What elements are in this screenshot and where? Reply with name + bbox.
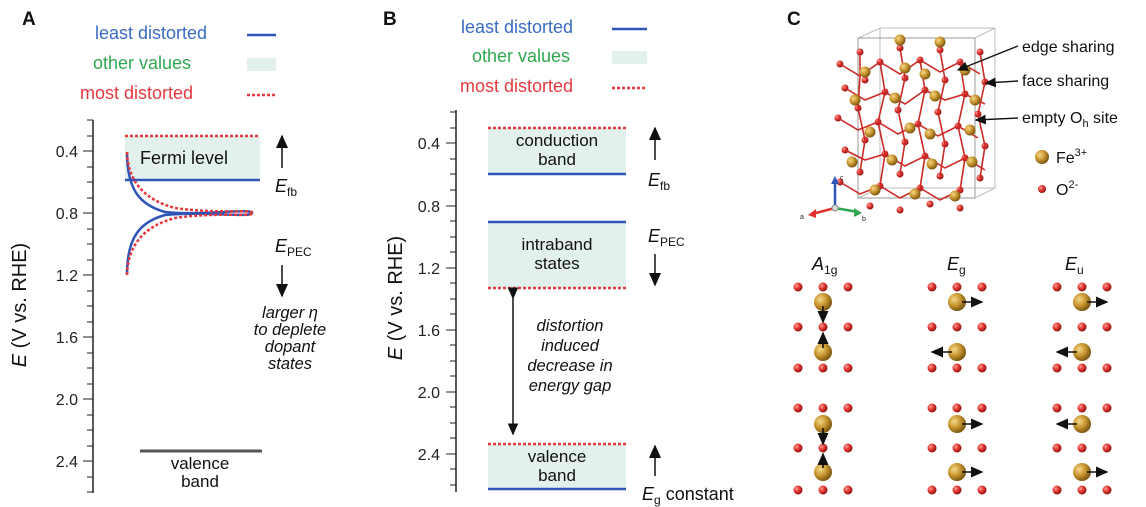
mode-eg-bottom [927, 403, 987, 495]
svg-text:larger η: larger η [262, 304, 318, 322]
legend-other-swatch-b [612, 51, 647, 64]
axis-b-tick: 0.4 [418, 136, 440, 153]
axis-b-tick: 1.2 [418, 261, 440, 278]
fermi-level-label: Fermi level [140, 148, 228, 168]
intraband-label-2: states [534, 254, 579, 273]
axis-a-ticks [83, 119, 93, 493]
fe-legend-label: Fe3+ [1056, 147, 1087, 167]
unit-cell-back-edges [857, 27, 996, 199]
mode-a1g-top [793, 282, 853, 373]
hematite-crystal-structure: a b c [800, 27, 996, 223]
valence-label-a-2: band [181, 472, 219, 491]
epec-label: EPEC [275, 236, 312, 259]
panel-a-label: A [22, 9, 36, 30]
epec-label-b: EPEC [648, 226, 685, 249]
eta-note: larger η to deplete dopant states [254, 304, 326, 373]
svg-text:distortion: distortion [537, 317, 604, 335]
conduction-label-2: band [538, 150, 576, 169]
mode-a1g-label: A1g [811, 254, 837, 277]
svg-text:b: b [862, 216, 866, 223]
iron-lattice [846, 34, 981, 202]
svg-text:c: c [840, 175, 844, 182]
fermi-band-fill [125, 136, 260, 180]
axis-a-tick: 0.8 [56, 206, 78, 223]
legend-other-label: other values [93, 53, 191, 73]
legend-most-label-b: most distorted [460, 76, 573, 96]
axis-a-tick: 2.4 [56, 454, 78, 471]
panel-b-label: B [383, 9, 397, 30]
face-sharing-arrow [984, 77, 1019, 88]
svg-text:induced: induced [541, 337, 600, 355]
face-sharing-label: face sharing [1022, 73, 1109, 90]
mode-eg-top [927, 282, 987, 373]
empty-site-label: empty Oh site [1022, 110, 1118, 130]
valence-label-b-1: valence [528, 447, 587, 466]
axis-a-tick: 0.4 [56, 144, 78, 161]
o-legend-label: O2- [1056, 179, 1079, 199]
o-legend-marker [1038, 185, 1046, 193]
axis-b-tick: 0.8 [418, 199, 440, 216]
axis-b-tick: 1.6 [418, 323, 440, 340]
conduction-label-1: conduction [516, 131, 598, 150]
empty-site-arrow [974, 114, 1019, 125]
legend-most-label: most distorted [80, 83, 193, 103]
svg-text:dopant: dopant [265, 338, 317, 356]
axis-b-tick: 2.0 [418, 385, 440, 402]
efb-label: Efb [275, 176, 297, 199]
edge-sharing-arrow [956, 45, 1019, 71]
axis-a-tick: 1.6 [56, 330, 78, 347]
axis-b-ticks [446, 111, 456, 486]
legend-least-label-b: least distorted [461, 17, 573, 37]
mode-eg-label: Eg [947, 254, 966, 277]
svg-text:a: a [800, 214, 804, 221]
axis-a-tick: 2.0 [56, 392, 78, 409]
mode-diagrams [793, 282, 1112, 495]
edge-sharing-label: edge sharing [1022, 39, 1115, 56]
svg-text:energy gap: energy gap [529, 377, 612, 395]
eg-label: Eg constant [642, 484, 734, 507]
legend-other-label-b: other values [472, 46, 570, 66]
svg-text:decrease in: decrease in [527, 357, 612, 375]
valence-band-fill-b [488, 444, 626, 489]
legend-other-swatch [247, 58, 276, 71]
intraband-fill [488, 222, 626, 288]
mode-eu-label: Eu [1065, 254, 1084, 277]
axis-b-title: E (V vs. RHE) [385, 236, 407, 360]
svg-text:states: states [268, 355, 312, 373]
intraband-label-1: intraband [522, 235, 593, 254]
peak-most-curve [125, 151, 255, 276]
panel-b: B least distorted other values most dist… [383, 9, 734, 507]
axis-b-tick: 2.4 [418, 447, 440, 464]
crystal-axes-triad: a b c [800, 175, 866, 223]
efb-label-b: Efb [648, 170, 670, 193]
axis-a-tick: 1.2 [56, 268, 78, 285]
distortion-note: distortion induced decrease in energy ga… [527, 317, 612, 395]
panel-a: A least distorted other values most dist… [9, 9, 326, 493]
mode-eu-bottom [1052, 403, 1112, 495]
valence-label-a-1: valence [171, 454, 230, 473]
axis-a-title: E (V vs. RHE) [9, 243, 31, 367]
mode-a1g-bottom [793, 403, 853, 495]
panel-c: C [787, 9, 1118, 495]
fe-legend-marker [1035, 150, 1049, 164]
panel-c-label: C [787, 9, 801, 30]
valence-label-b-2: band [538, 466, 576, 485]
legend-least-label: least distorted [95, 23, 207, 43]
mode-eu-top [1052, 282, 1112, 373]
fe-o-bonds [837, 47, 986, 201]
svg-text:to deplete: to deplete [254, 321, 326, 339]
conduction-band-fill [488, 128, 626, 174]
